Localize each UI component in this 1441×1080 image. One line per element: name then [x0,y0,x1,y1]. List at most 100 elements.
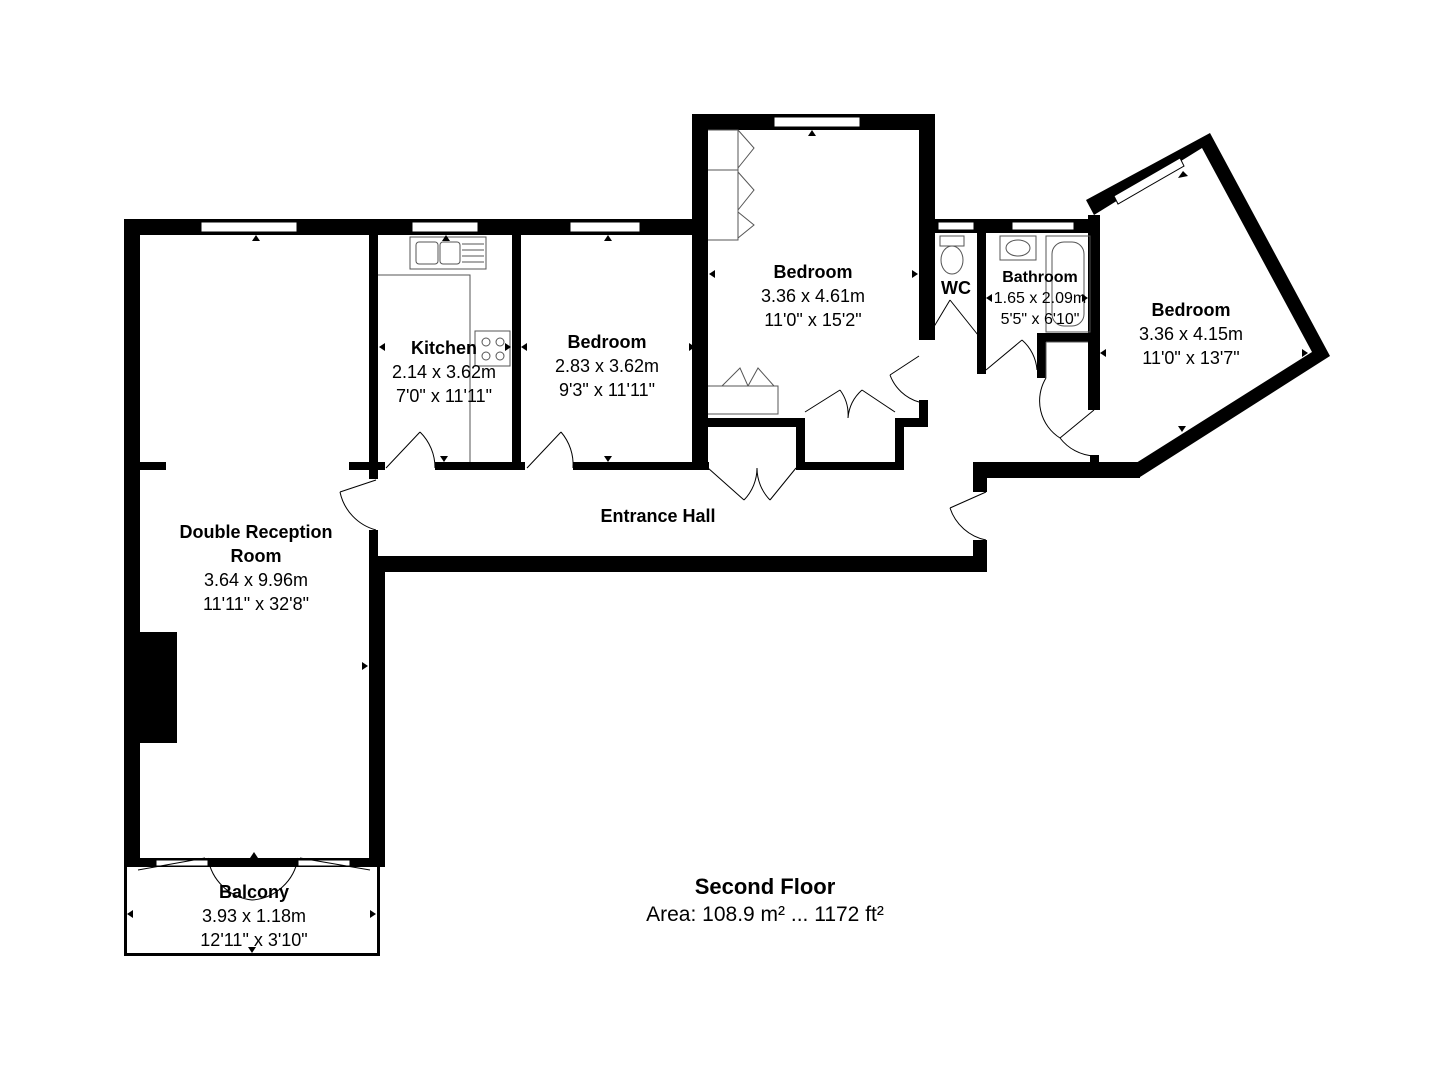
room-size-metric: 1.65 x 2.09m [993,290,1087,307]
room-name: WC [941,278,971,298]
room-name: Room [230,546,282,566]
window [411,221,479,233]
basin [999,235,1037,261]
room-label-bedroom-b: Bedroom 3.36 x 4.61m 11'0" x 15'2" [761,260,865,332]
wall [977,219,986,374]
floor-title: Second Floor [694,874,836,899]
window [200,221,298,233]
marker [986,294,992,302]
door-balcony [137,857,371,901]
room-size-imperial: 7'0" x 11'11" [395,386,493,406]
door-cupboard [1039,377,1061,439]
wall [1088,215,1100,410]
hob [474,330,511,367]
room-name: Bedroom [773,262,853,282]
wall [805,462,904,470]
window [155,859,209,867]
room-size-imperial: 11'0" x 15'2" [764,310,862,330]
wall [124,219,140,867]
wall [1037,333,1046,378]
room-size-imperial: 9'3" x 11'11" [558,380,656,400]
wardrobe [708,367,779,415]
window [569,221,641,233]
room-name: Bedroom [567,332,647,352]
doors [137,299,1095,901]
marker [709,270,715,278]
marker [252,235,260,241]
room-name: Bedroom [1151,300,1231,320]
wall [973,462,1140,478]
wardrobe [708,129,755,241]
marker [442,235,450,241]
sink [409,236,487,270]
marker [604,456,612,462]
marker [912,270,918,278]
wall [1086,133,1330,477]
room-label-bathroom: Bathroom 1.65 x 2.09m 5'5" x 6'10" [994,267,1087,330]
wall [900,418,928,427]
room-size-imperial: 11'11" x 32'8" [202,594,310,614]
marker [521,343,527,351]
drainer [462,243,484,263]
marker [248,947,256,953]
room-label-reception: Double Reception Room 3.64 x 9.96m 11'11… [179,520,332,616]
sink-bowl [415,241,439,265]
wall [692,114,708,470]
wall [573,462,709,470]
window [1011,221,1075,231]
hob-ring [481,337,491,347]
room-label-balcony: Balcony 3.93 x 1.18m 12'11" x 3'10" [200,880,307,952]
wall [796,418,805,470]
marker [808,130,816,136]
room-size-metric: 3.36 x 4.15m [1138,324,1244,344]
wall [369,219,378,469]
room-name: Double Reception [179,522,333,542]
worktop [378,274,471,462]
walls [124,114,1330,956]
wall [435,462,525,470]
wall [973,462,987,492]
room-label-kitchen: Kitchen 2.14 x 3.62m 7'0" x 11'11" [392,336,496,408]
room-size-imperial: 5'5" x 6'10" [1000,311,1080,328]
door-wc [928,299,979,336]
wall [377,867,380,956]
marker [1082,294,1088,302]
room-size-metric: 2.83 x 3.62m [554,356,660,376]
room-label-hall: Entrance Hall [600,504,715,528]
marker [604,235,612,241]
wall [708,418,804,427]
wall [124,953,380,956]
fixtures [378,129,1091,462]
door-hall-cupboard [707,467,797,501]
measure-markers [127,130,1308,953]
marker [440,456,448,462]
basin-bowl [1005,239,1031,257]
window [297,859,351,867]
bath-tub [1051,241,1085,327]
door-wardrobe [804,389,896,419]
room-size-metric: 3.36 x 4.61m [760,286,866,306]
room-size-imperial: 12'11" x 3'10" [200,930,308,950]
room-label-bedroom-a: Bedroom 2.83 x 3.62m 9'3" x 11'11" [555,330,659,402]
room-name: Kitchen [410,338,477,358]
floor-area: Area: 108.9 m² ... 1172 ft² [646,903,884,926]
toilet-cistern [939,235,965,247]
bath [1045,235,1091,333]
marker [250,852,258,858]
marker [127,910,133,918]
room-size-metric: 2.14 x 3.62m [391,362,497,382]
marker [1178,171,1188,178]
wall [369,469,378,479]
wall [369,560,385,867]
door-kitchen [385,431,436,469]
cupboard [1045,341,1088,378]
room-name: Entrance Hall [600,506,716,526]
wall [512,219,521,469]
room-size-metric: 3.64 x 9.96m [203,570,309,590]
room-name: Balcony [218,882,290,902]
door-entrance [949,491,987,541]
window [1113,157,1185,205]
door-bedroom-c [1059,409,1095,457]
